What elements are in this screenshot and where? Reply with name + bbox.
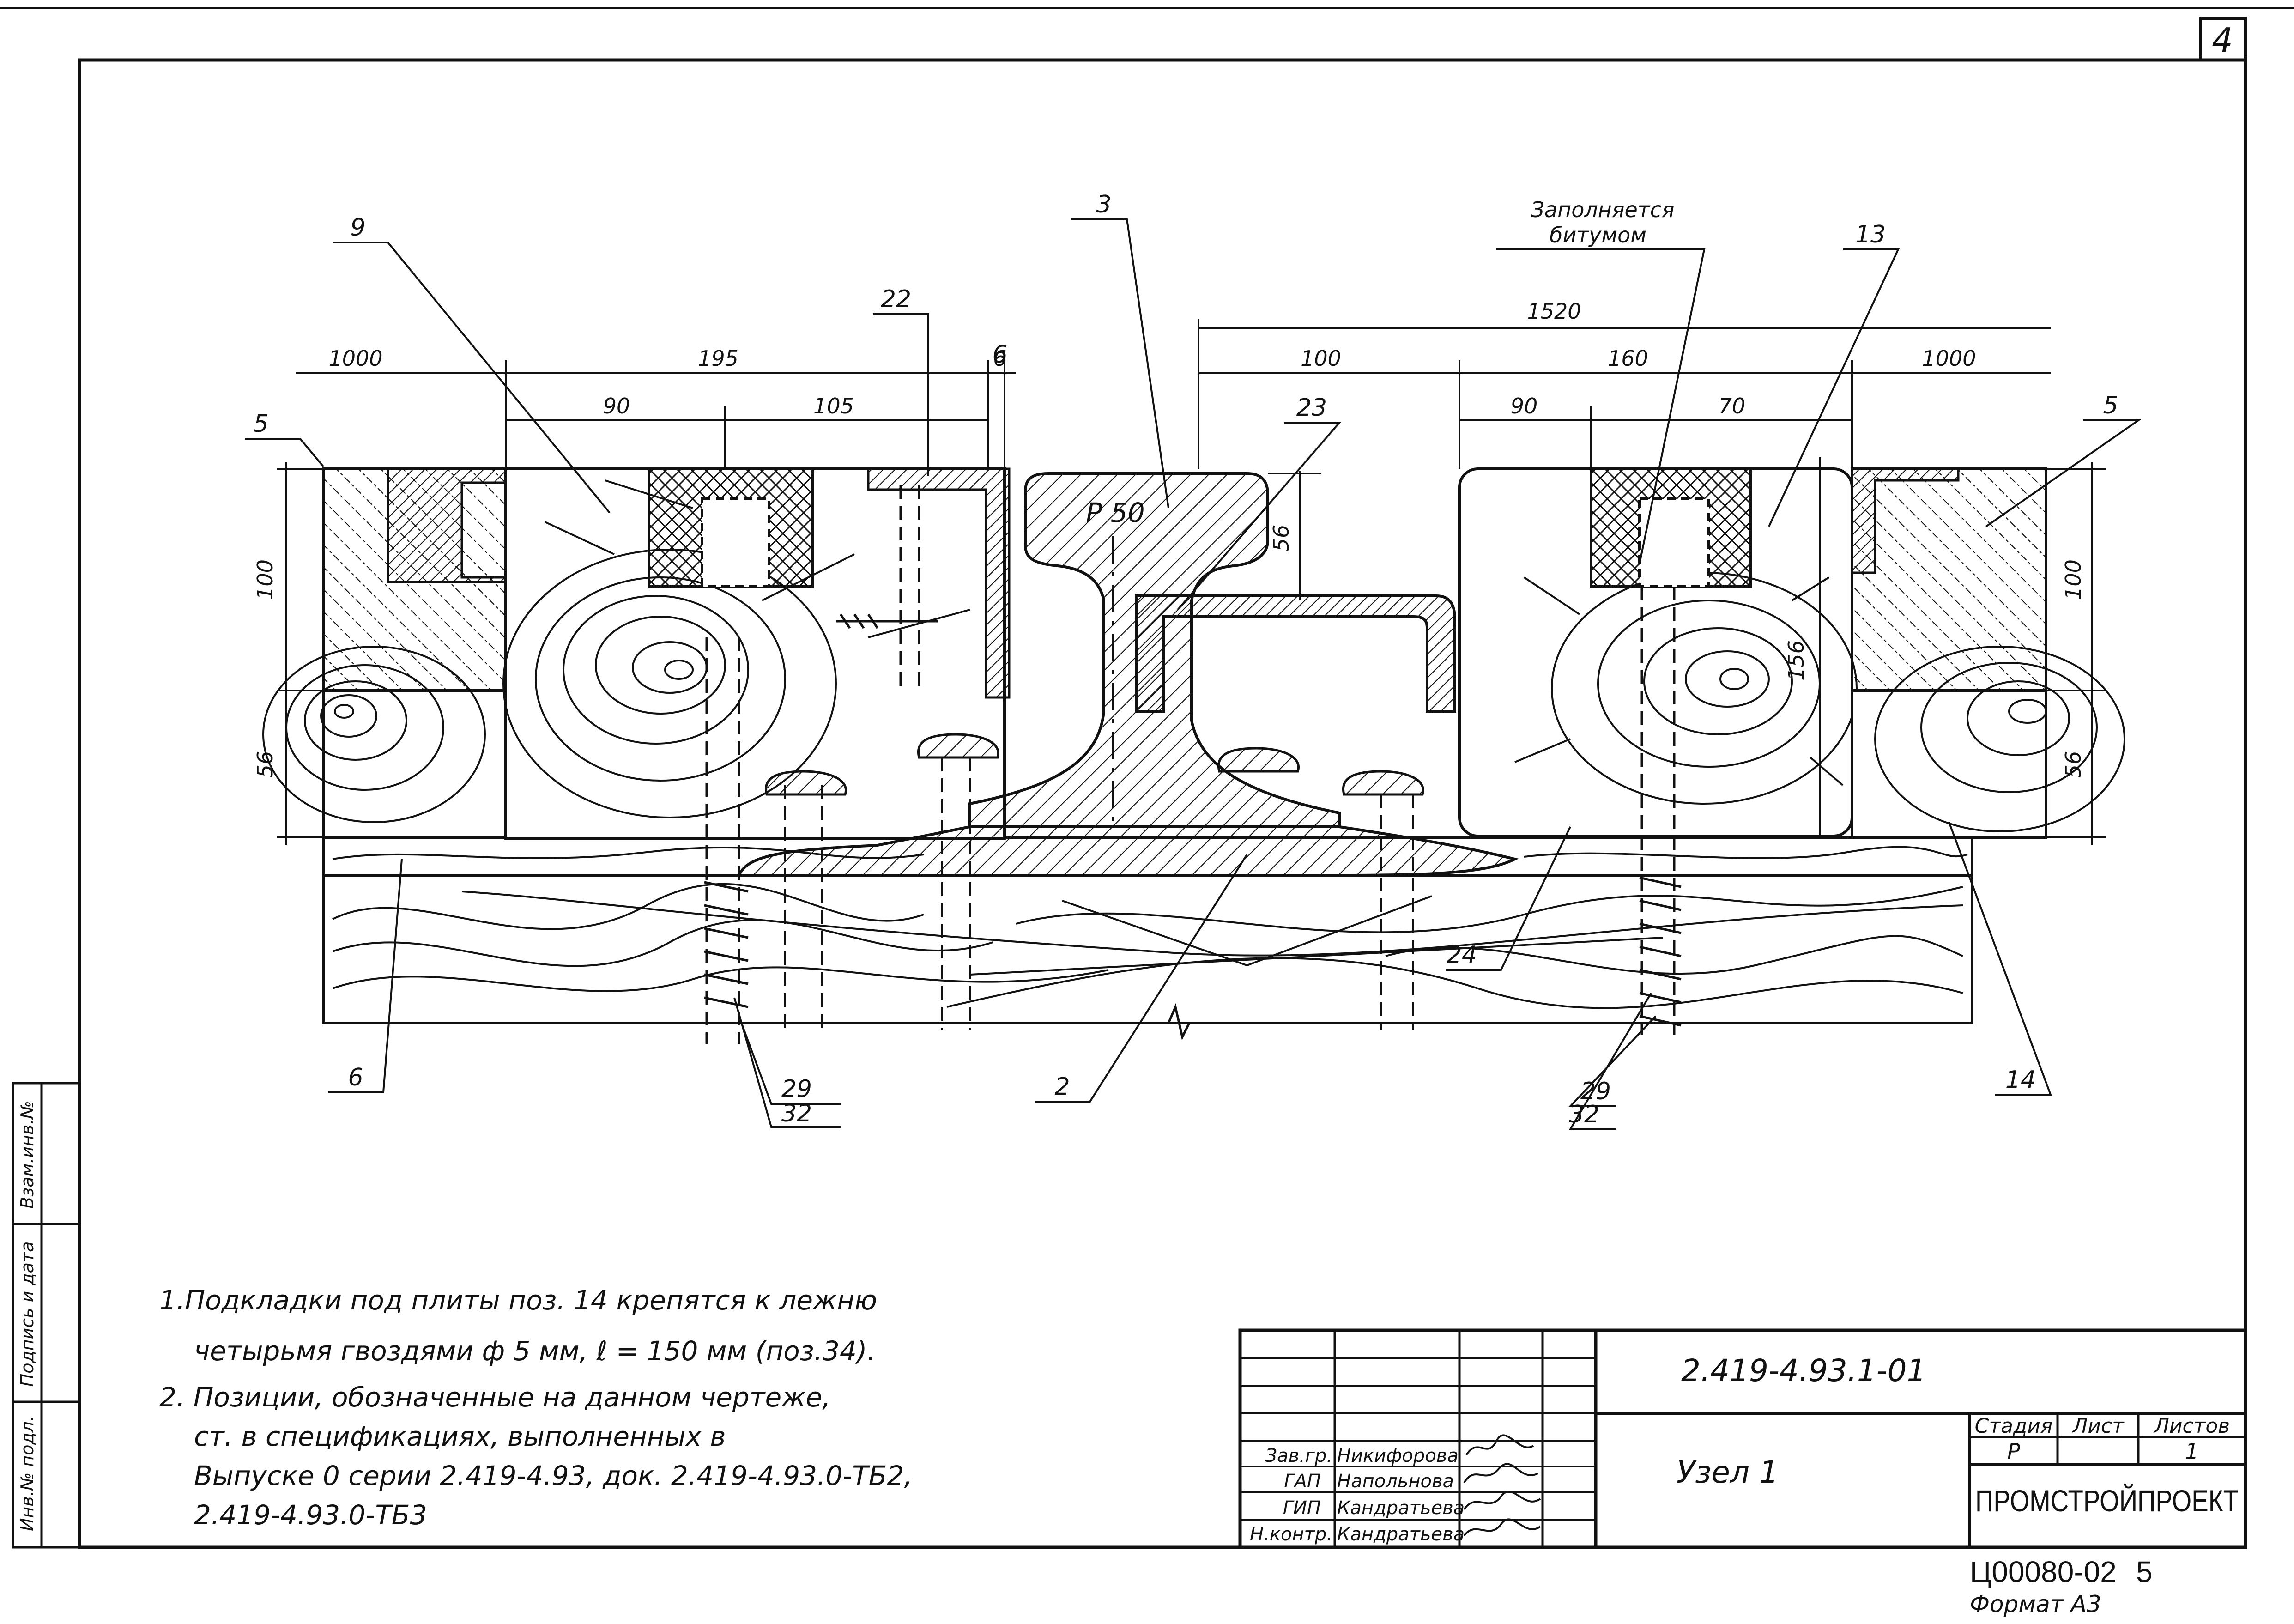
right-screw bbox=[1639, 587, 1682, 1035]
archive-code: Ц00080-02 bbox=[1970, 1555, 2117, 1588]
signer-name-4: Кандратьева bbox=[1337, 1524, 1465, 1545]
bitumen-note-line2: битумом bbox=[1550, 223, 1646, 248]
doc-code: 2.419-4.93.1-01 bbox=[1681, 1353, 1926, 1388]
right-side-angle bbox=[867, 467, 1011, 699]
dim-1000-right: 1000 bbox=[1922, 346, 1976, 371]
dim-56-right: 56 bbox=[2061, 751, 2086, 778]
dim-90-right: 90 bbox=[1511, 394, 1538, 418]
dimension-lines bbox=[277, 319, 2106, 845]
sleeper-beam bbox=[322, 874, 1973, 1024]
section-drawing bbox=[245, 218, 2142, 1130]
label-p3: 3 bbox=[1096, 191, 1111, 218]
dim-160: 160 bbox=[1608, 346, 1648, 371]
position-labels: 9 22 6 5 3 23 13 5 6 29 32 2 24 29 32 14 bbox=[253, 191, 2118, 1128]
note-2-line3: Выпуске 0 серии 2.419-4.93, док. 2.419-4… bbox=[194, 1460, 913, 1491]
dim-90-left: 90 bbox=[603, 394, 630, 418]
label-p29-right: 29 bbox=[1580, 1078, 1611, 1105]
sheet-frame bbox=[0, 7, 2294, 1549]
label-p23: 23 bbox=[1296, 394, 1327, 422]
notes-block: 1.Подкладки под плиты поз. 14 крепятся к… bbox=[159, 1285, 913, 1531]
signer-name-1: Никифорова bbox=[1337, 1445, 1459, 1466]
label-p24: 24 bbox=[1447, 941, 1477, 969]
dimension-labels: 1000 195 6 90 105 1520 100 160 1000 90 7… bbox=[253, 299, 2086, 778]
channel-23 bbox=[1135, 594, 1456, 713]
dim-70: 70 bbox=[1719, 394, 1746, 418]
sheet-header: Лист bbox=[2071, 1414, 2125, 1438]
stage-value: Р bbox=[2007, 1439, 2020, 1464]
title-block bbox=[1238, 1328, 2247, 1549]
stamp-inv-podl: Инв.№ подл. bbox=[17, 1416, 37, 1531]
dim-105: 105 bbox=[813, 394, 854, 418]
sleeper-grain bbox=[332, 883, 1963, 1009]
left-angle-steel bbox=[387, 467, 507, 583]
signatures bbox=[1463, 1434, 1541, 1537]
signer-name-2: Напольнова bbox=[1337, 1471, 1454, 1492]
sheets-value: 1 bbox=[2185, 1439, 2198, 1464]
signer-role-3: ГИП bbox=[1283, 1497, 1321, 1519]
signer-role-4: Н.контр. bbox=[1250, 1524, 1332, 1545]
label-p6-bottom: 6 bbox=[348, 1064, 363, 1091]
label-p13: 13 bbox=[1855, 221, 1886, 248]
timber-nail bbox=[836, 485, 938, 693]
stage-header: Стадия bbox=[1975, 1414, 2053, 1438]
left-screw bbox=[704, 637, 749, 1044]
rail-base-plate bbox=[737, 825, 1519, 877]
right-hatched-block bbox=[1851, 467, 2047, 692]
signer-role-1: Зав.гр. bbox=[1265, 1445, 1332, 1466]
label-p6-top: 6 bbox=[992, 341, 1007, 369]
label-p2: 2 bbox=[1054, 1073, 1070, 1101]
right-endgrain-block bbox=[1851, 689, 2047, 839]
archive-page: 5 bbox=[2136, 1555, 2153, 1588]
rail-bolts bbox=[765, 733, 1424, 796]
dim-56-left: 56 bbox=[253, 751, 278, 778]
label-p29-left: 29 bbox=[781, 1075, 812, 1103]
label-p32-right: 32 bbox=[1569, 1101, 1599, 1128]
dim-100-left: 100 bbox=[253, 559, 278, 600]
note-1-line2: четырьмя гвоздями ф 5 мм, ℓ = 150 мм (по… bbox=[194, 1335, 876, 1367]
label-p5-left: 5 bbox=[253, 410, 268, 438]
note-1-line1: 1.Подкладки под плиты поз. 14 крепятся к… bbox=[159, 1285, 877, 1316]
sheet-number: 4 bbox=[2212, 21, 2233, 60]
dim-100-right: 100 bbox=[2061, 559, 2086, 600]
signer-role-2: ГАП bbox=[1284, 1471, 1321, 1492]
note-2-line4: 2.419-4.93.0-ТБ3 bbox=[194, 1499, 427, 1531]
label-p9: 9 bbox=[350, 214, 365, 242]
rail-label: Р 50 bbox=[1086, 497, 1144, 528]
label-p32-left: 32 bbox=[781, 1100, 812, 1127]
dim-56-mid: 56 bbox=[1269, 525, 1294, 552]
dim-1520: 1520 bbox=[1527, 299, 1581, 324]
dim-6: 6 bbox=[993, 346, 1006, 371]
stamp-vzam-inv: Взам.инв.№ bbox=[17, 1101, 37, 1209]
format-label: Формат А3 bbox=[1970, 1591, 2101, 1618]
label-p5-right: 5 bbox=[2103, 392, 2118, 419]
organization: ПРОМСТРОЙПРОЕКТ bbox=[1975, 1483, 2239, 1518]
bitumen-note-line1: Заполняется bbox=[1531, 197, 1674, 222]
note-2-line1: 2. Позиции, обозначенные на данном черте… bbox=[159, 1382, 831, 1413]
signers-table: Зав.гр. Никифорова ГАП Напольнова ГИП Ка… bbox=[1250, 1445, 1465, 1545]
label-p14: 14 bbox=[2005, 1066, 2036, 1094]
note-2-line2: ст. в спецификациях, выполненных в bbox=[194, 1421, 726, 1452]
signer-name-3: Кандратьева bbox=[1337, 1497, 1465, 1519]
left-endgrain-block bbox=[322, 689, 507, 839]
leader-lines bbox=[245, 218, 2142, 1130]
drawing-title: Узел 1 bbox=[1677, 1454, 1779, 1490]
dim-156: 156 bbox=[1784, 640, 1809, 681]
stamp-podpis-data: Подпись и дата bbox=[17, 1242, 37, 1387]
label-p22: 22 bbox=[881, 285, 911, 313]
dim-1000-left: 1000 bbox=[328, 346, 382, 371]
dim-195: 195 bbox=[698, 346, 738, 371]
side-stamp: Инв.№ подл. Подпись и дата Взам.инв.№ bbox=[12, 1082, 81, 1549]
dim-100-mid: 100 bbox=[1301, 346, 1341, 371]
sheets-header: Листов bbox=[2153, 1414, 2230, 1438]
